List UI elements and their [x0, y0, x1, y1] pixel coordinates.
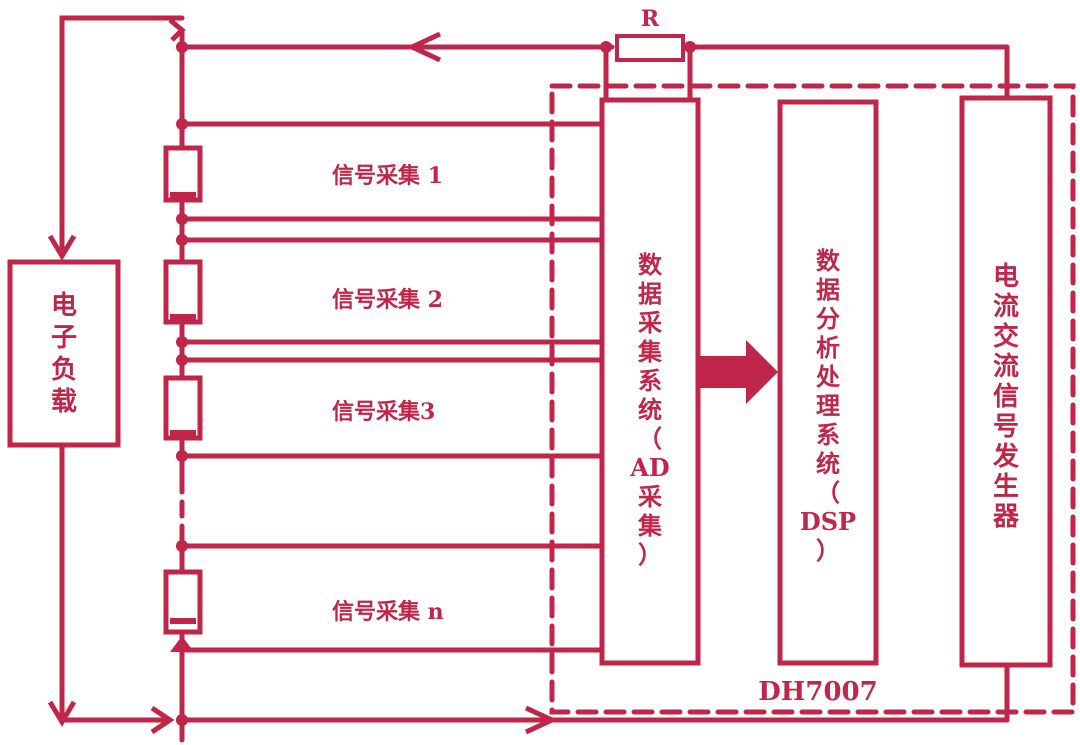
signal-channel-n-label: 信号采集 n: [332, 599, 444, 625]
label-char: 电: [50, 291, 77, 321]
label-char: 流: [992, 352, 1019, 382]
junction-dot: [176, 450, 188, 462]
label-char: 处: [816, 362, 840, 391]
junction-dot: [684, 41, 696, 53]
label-char: 负: [50, 355, 77, 385]
cell-2: [163, 259, 203, 325]
label-char: ）: [638, 540, 662, 569]
resistor-r: [615, 34, 685, 62]
label-char: 集: [638, 337, 662, 366]
cell-terminal: [170, 430, 196, 436]
junction-dot: [600, 41, 612, 53]
generator-block: [959, 95, 1053, 668]
junction-dot: [176, 336, 188, 348]
analysis-system-label: 数据分析处理系统（DSP）: [780, 246, 876, 565]
load-top-wire: [59, 15, 185, 258]
label-char: （: [638, 424, 662, 453]
label-char: 分: [816, 304, 840, 333]
cell-3: [163, 375, 203, 441]
acquisition-block: [599, 97, 701, 666]
label-char: 号: [992, 412, 1019, 442]
cell-n: [163, 569, 203, 635]
label-char: 数: [816, 246, 840, 275]
device-model-label: DH7007: [758, 677, 877, 707]
cell-terminal: [170, 314, 196, 320]
label-char: 子: [50, 323, 77, 353]
label-char: （: [816, 478, 840, 507]
arrow-down-bottom: [47, 700, 77, 727]
cell-terminal: [170, 192, 196, 198]
label-char: 生: [992, 472, 1019, 502]
signal-channel-2-label: 信号采集 2: [332, 287, 443, 313]
label-char: 载: [50, 387, 77, 417]
cell-1: [163, 145, 203, 203]
junction-dot: [176, 118, 188, 130]
label-char: 统: [816, 449, 840, 478]
arrow-top-corner: [168, 18, 186, 42]
block-arrow-acq-to-dsp: [700, 340, 778, 404]
label-char: 系: [816, 420, 840, 449]
label-char: 析: [816, 333, 840, 362]
arrow-right-bus: [150, 705, 175, 735]
junction-dot: [176, 354, 188, 366]
junction-dot: [176, 234, 188, 246]
label-char: 采: [638, 482, 662, 511]
arrow-right-bottom: [524, 705, 558, 735]
junction-dot: [176, 41, 188, 53]
label-char: 电: [992, 262, 1019, 292]
label-char: 据: [816, 275, 840, 304]
label-char: 发: [992, 442, 1019, 472]
generator-label: 电流交流信号发生器: [962, 262, 1050, 532]
label-char: 理: [816, 391, 840, 420]
resistor-label: R: [641, 6, 660, 32]
label-char: 采: [638, 308, 662, 337]
dh7007-enclosure: [549, 83, 1076, 715]
label-char: 据: [638, 279, 662, 308]
label-char: ）: [816, 536, 840, 565]
load-bottom-wire: [59, 442, 171, 723]
label-char: 交: [992, 322, 1019, 352]
junction-dot: [176, 540, 188, 552]
junction-dot: [176, 714, 188, 726]
electronic-load-label: 电子负载: [10, 290, 118, 418]
analysis-block: [777, 99, 879, 666]
label-char: DSP: [799, 507, 857, 536]
signal-channel-3-label: 信号采集3: [332, 399, 436, 425]
label-char: 系: [638, 366, 662, 395]
signal-channel-1-label: 信号采集 1: [332, 163, 443, 189]
label-char: AD: [630, 453, 670, 482]
electronic-load-box: [7, 259, 121, 448]
label-char: 集: [638, 511, 662, 540]
label-char: 流: [992, 292, 1019, 322]
arrow-down-load: [47, 234, 77, 261]
junction-dot: [176, 213, 188, 225]
cell-terminal: [170, 618, 196, 624]
label-char: 数: [638, 250, 662, 279]
arrow-up-cell-n: [170, 636, 194, 652]
label-char: 器: [992, 502, 1019, 532]
arrow-left-top: [406, 31, 442, 63]
label-char: 统: [638, 395, 662, 424]
label-char: 信: [992, 382, 1019, 412]
